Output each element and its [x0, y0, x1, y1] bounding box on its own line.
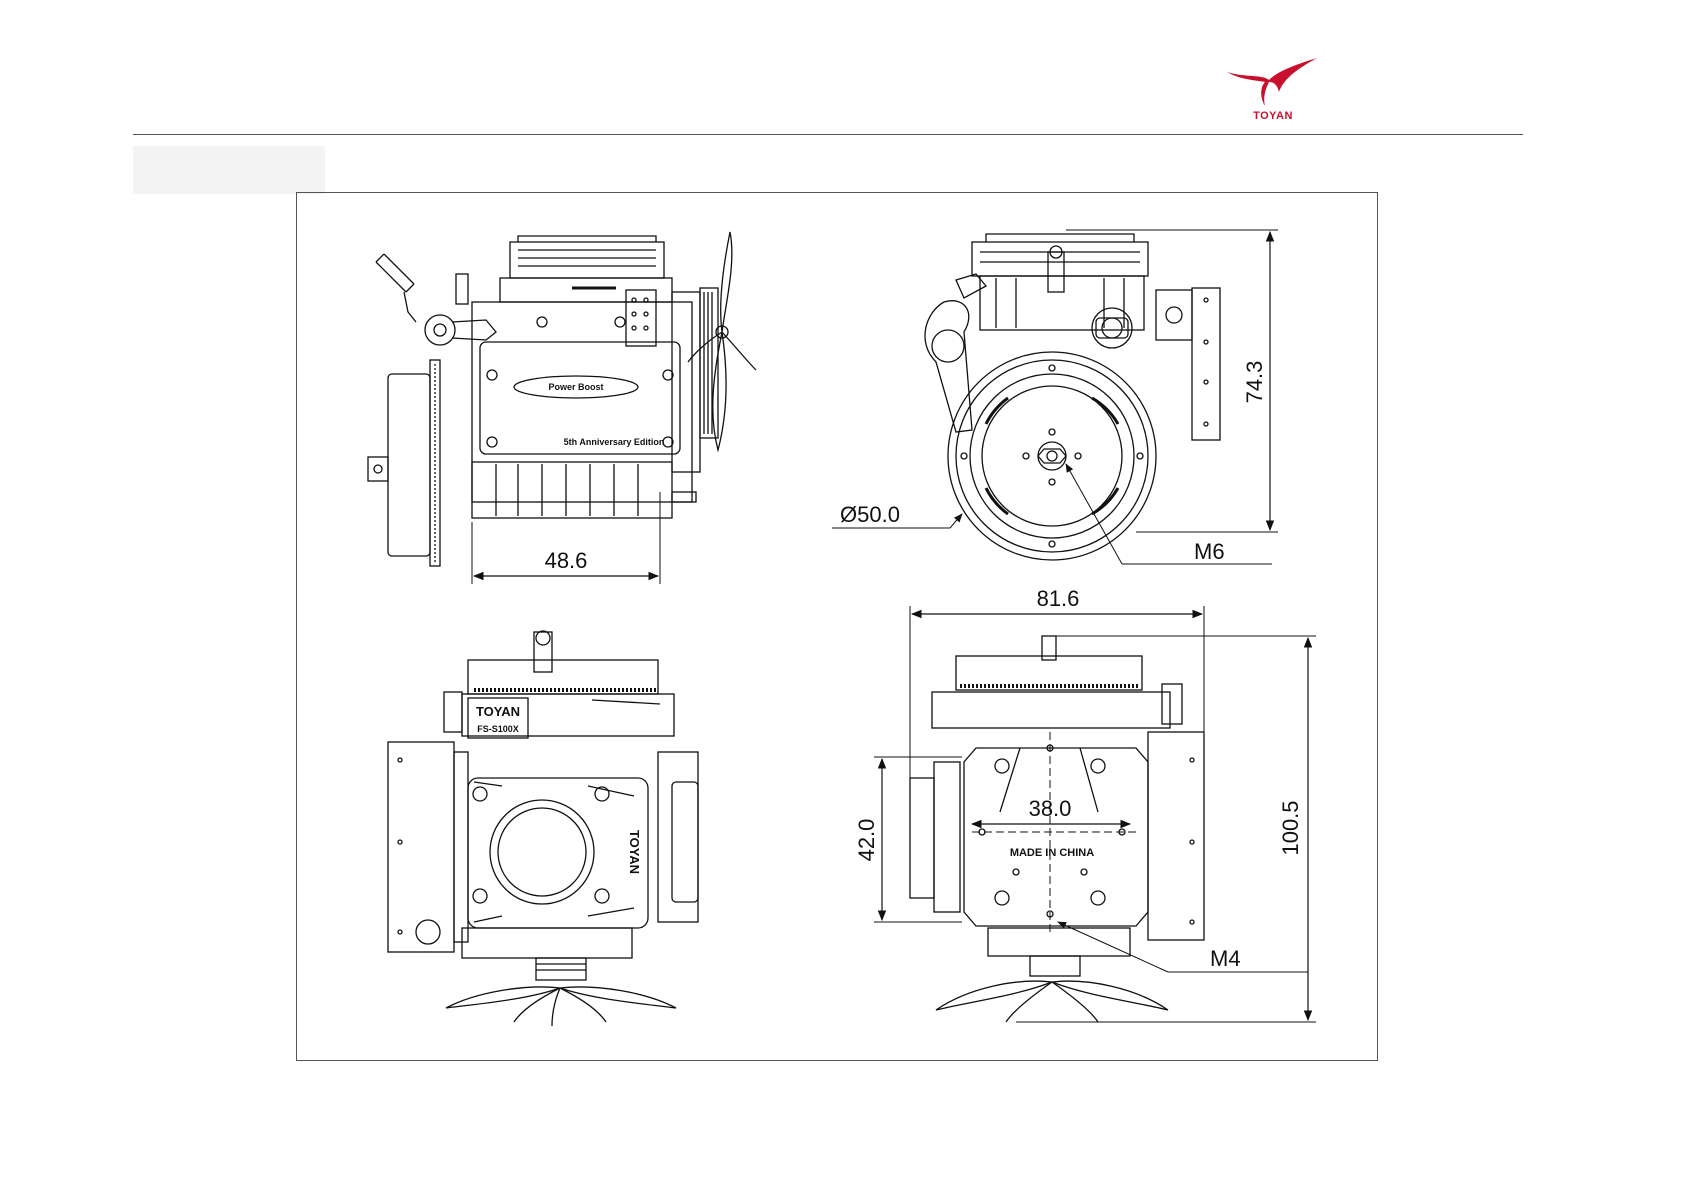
side-fan	[688, 232, 756, 450]
side-width-label: 48.6	[545, 548, 588, 573]
rear-brand-label: TOYAN	[476, 704, 520, 719]
intake-tube	[376, 254, 416, 322]
crankcase-block	[472, 302, 692, 502]
toyan-wing-icon	[1225, 56, 1321, 108]
bottom-fan	[936, 981, 1168, 1022]
plate-edition: 5th Anniversary Edition	[564, 437, 665, 447]
side-view: Power Boost 5th Anniversary Edition	[368, 232, 756, 584]
engine-dimension-drawing: Power Boost 5th Anniversary Edition	[296, 192, 1378, 1061]
carb-arm	[425, 274, 496, 345]
toyan-logo: TOYAN	[1225, 56, 1321, 128]
plate-title: Power Boost	[548, 382, 603, 392]
front-height-label: 74.3	[1242, 361, 1267, 404]
header-rule	[133, 134, 1523, 135]
flywheel-diameter-label: Ø50.0	[840, 502, 900, 527]
logo-text: TOYAN	[1225, 110, 1321, 122]
rear-carb-housing	[468, 778, 648, 928]
bottom-head	[932, 636, 1170, 728]
bottom-dims	[874, 606, 1316, 1022]
bottom-total-label: 100.5	[1278, 800, 1303, 855]
lower-fins	[472, 462, 696, 518]
bottom-base	[988, 928, 1130, 976]
section-tab	[133, 146, 325, 194]
front-lever	[925, 274, 986, 432]
rear-view	[388, 631, 698, 1026]
bottom-view	[874, 606, 1316, 1022]
front-head	[972, 234, 1148, 330]
rear-model-label: FS-S100X	[477, 724, 519, 734]
bottom-mounting-plate	[964, 732, 1148, 936]
front-carb	[1092, 288, 1220, 440]
rear-cover	[368, 360, 440, 566]
front-thread-label: M6	[1194, 539, 1225, 564]
rear-fan	[446, 987, 676, 1026]
bottom-thread-label: M4	[1210, 946, 1241, 971]
rear-head	[444, 631, 674, 736]
rear-base	[462, 928, 632, 980]
rear-side-brand-label: TOYAN	[627, 830, 642, 874]
bottom-width-label: 81.6	[1037, 586, 1080, 611]
cylinder-head	[500, 236, 672, 302]
rear-side-covers	[388, 742, 698, 952]
bottom-left-label: 42.0	[854, 819, 879, 862]
power-boost-plate: Power Boost 5th Anniversary Edition	[480, 317, 680, 454]
made-in-label: MADE IN CHINA	[1010, 847, 1094, 859]
flywheel	[948, 352, 1156, 560]
bottom-inner-label: 38.0	[1029, 796, 1072, 821]
